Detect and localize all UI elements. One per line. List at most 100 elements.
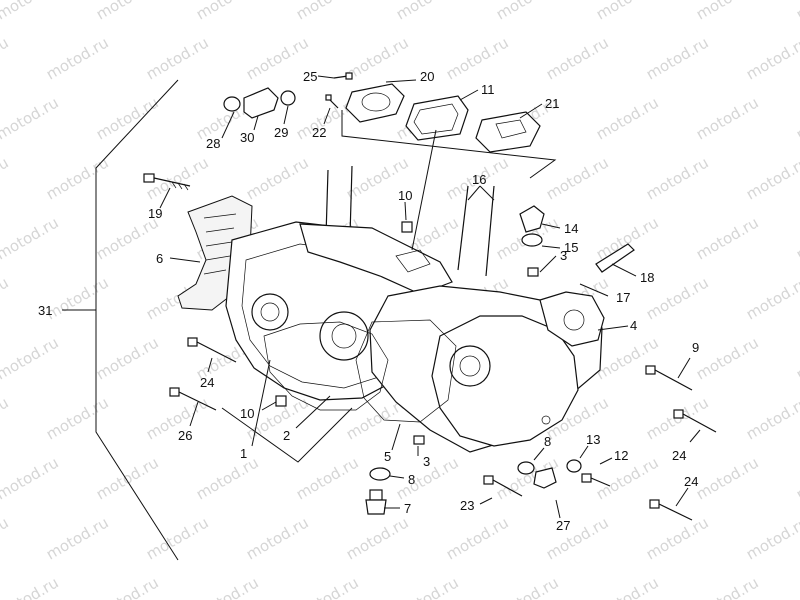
watermark-text: motod.ru	[693, 213, 762, 263]
watermark-text: motod.ru	[0, 33, 12, 83]
leader-lines	[159, 75, 701, 519]
watermark-text: motod.ru	[593, 573, 662, 600]
watermark-text: motod.ru	[93, 573, 162, 600]
dowel-3-top	[527, 267, 539, 277]
bolt-23	[483, 475, 523, 497]
bolt-26	[169, 387, 217, 411]
callout-18: 18	[640, 270, 654, 285]
dowel-3-bottom	[413, 435, 425, 445]
callout-14: 14	[564, 221, 578, 236]
callout-10-top: 10	[398, 188, 412, 203]
watermark-text: motod.ru	[593, 333, 662, 383]
callout-24-right-lower: 24	[684, 474, 698, 489]
watermark-text: motod.ru	[0, 213, 62, 263]
callout-4: 4	[630, 318, 637, 333]
watermark-text: motod.ru	[243, 513, 312, 563]
watermark-text: motod.ru	[743, 33, 800, 83]
watermark-text: motod.ru	[793, 0, 800, 23]
watermark-text: motod.ru	[693, 333, 762, 383]
crankcase-assembly	[177, 165, 605, 453]
watermark-text: motod.ru	[393, 0, 462, 23]
watermark-text: motod.ru	[293, 573, 362, 600]
watermark-text: motod.ru	[643, 153, 712, 203]
watermark-text: motod.ru	[143, 33, 212, 83]
watermark-text: motod.ru	[743, 273, 800, 323]
watermark-text: motod.ru	[793, 453, 800, 503]
callout-3-bottom: 3	[423, 454, 430, 469]
watermark-text: motod.ru	[743, 513, 800, 563]
callout-2: 2	[283, 428, 290, 443]
watermark-text: motod.ru	[93, 0, 162, 23]
callout-9: 9	[692, 340, 699, 355]
bolt-19	[143, 173, 191, 191]
reed-valve-21	[475, 111, 541, 153]
callout-21: 21	[545, 96, 559, 111]
watermark-text: motod.ru	[0, 153, 12, 203]
watermark-text: motod.ru	[493, 573, 562, 600]
callout-17: 17	[616, 290, 630, 305]
callout-16: 16	[472, 172, 486, 187]
watermark-text: motod.ru	[0, 93, 62, 143]
watermark-text: motod.ru	[693, 93, 762, 143]
watermark-text: motod.ru	[743, 153, 800, 203]
watermark-text: motod.ru	[193, 453, 262, 503]
bolt-24-right-upper	[673, 409, 717, 433]
watermark-text: motod.ru	[93, 453, 162, 503]
callout-7: 7	[404, 501, 411, 516]
callout-24-right-upper: 24	[672, 448, 686, 463]
callout-26: 26	[178, 428, 192, 443]
watermark-text: motod.ru	[343, 513, 412, 563]
watermark-text: motod.ru	[793, 573, 800, 600]
watermark-text: motod.ru	[693, 453, 762, 503]
watermark-text: motod.ru	[443, 513, 512, 563]
callout-12: 12	[614, 448, 628, 463]
watermark-text: motod.ru	[343, 33, 412, 83]
callout-19: 19	[148, 206, 162, 221]
watermark-text: motod.ru	[293, 0, 362, 23]
watermark-text: motod.ru	[43, 513, 112, 563]
watermark-text: motod.ru	[0, 273, 12, 323]
drain-plug-7	[365, 489, 387, 515]
watermark-text: motod.ru	[293, 453, 362, 503]
dowel-10-bottom	[275, 395, 287, 407]
watermark-text: motod.ru	[0, 513, 12, 563]
callout-22: 22	[312, 125, 326, 140]
watermark-text: motod.ru	[0, 0, 62, 23]
callout-31: 31	[38, 303, 52, 318]
oring-15	[521, 233, 543, 247]
watermark-text: motod.ru	[0, 453, 62, 503]
watermark-text: motod.ru	[693, 0, 762, 23]
callout-labels: 31 25 20 11 21 22 28 30 29 19 6 10 16 14…	[38, 69, 699, 533]
callout-30: 30	[240, 130, 254, 145]
watermark-text: motod.ru	[0, 573, 62, 600]
watermark-text: motod.ru	[793, 93, 800, 143]
watermark-text: motod.ru	[743, 393, 800, 443]
plug-14	[519, 205, 545, 233]
watermark-text: motod.ru	[193, 573, 262, 600]
callout-6: 6	[156, 251, 163, 266]
bolt-24-right-lower	[649, 499, 693, 521]
callout-8-right: 8	[544, 434, 551, 449]
watermark-text: motod.ru	[543, 33, 612, 83]
callout-1: 1	[240, 446, 247, 461]
watermark-text: motod.ru	[93, 93, 162, 143]
dowel-10-top	[401, 221, 413, 233]
watermark-text: motod.ru	[393, 573, 462, 600]
hose-18	[595, 243, 635, 273]
bolt-9	[645, 365, 693, 391]
assembly-bracket	[62, 79, 179, 561]
watermark-text: motod.ru	[43, 33, 112, 83]
watermark-text: motod.ru	[593, 93, 662, 143]
callout-15: 15	[564, 240, 578, 255]
callout-13: 13	[586, 432, 600, 447]
watermark-text: motod.ru	[43, 153, 112, 203]
callout-3-top: 3	[560, 248, 567, 263]
watermark-text: motod.ru	[0, 393, 12, 443]
watermark-text: motod.ru	[43, 393, 112, 443]
callout-29: 29	[274, 125, 288, 140]
watermark-text: motod.ru	[643, 33, 712, 83]
gasket-11	[405, 95, 469, 141]
washer-8-left	[369, 467, 391, 481]
